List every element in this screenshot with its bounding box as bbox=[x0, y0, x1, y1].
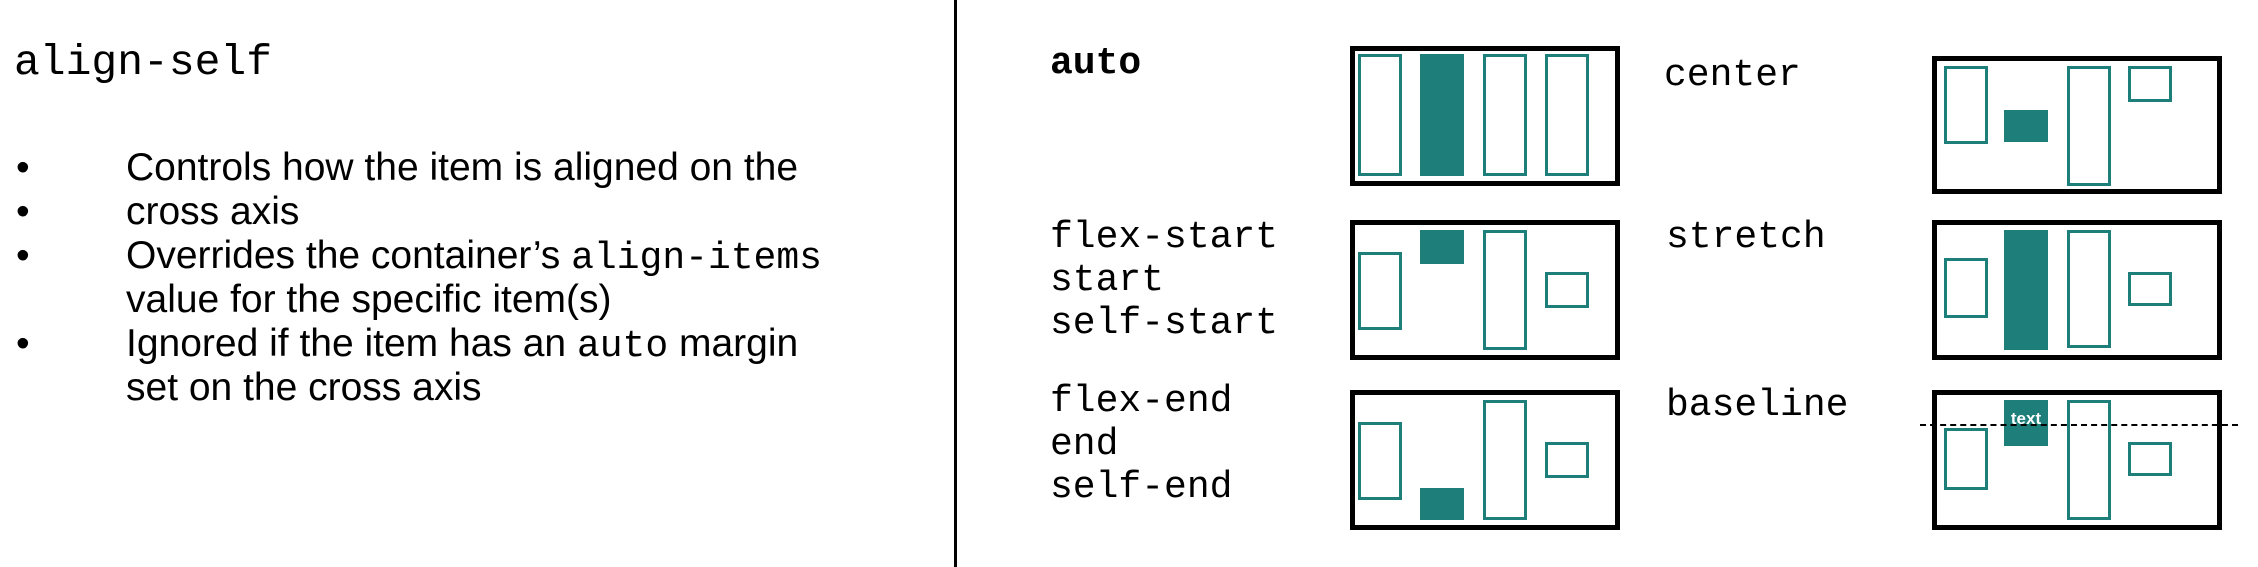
bullet-text-part: set on the cross axis bbox=[126, 366, 482, 409]
flex-item bbox=[1358, 422, 1402, 500]
bullet-dot: • bbox=[16, 190, 30, 233]
bullet-dot: • bbox=[16, 234, 30, 277]
flex-item bbox=[2128, 66, 2172, 102]
flex-item bbox=[2128, 272, 2172, 306]
flex-item bbox=[1358, 252, 1402, 330]
label-flex-end: flex-end end self-end bbox=[1050, 380, 1233, 509]
label-center: center bbox=[1664, 54, 1801, 97]
bullet-line: set on the cross axis bbox=[0, 366, 950, 410]
flex-item-highlighted bbox=[1420, 230, 1464, 264]
bullet-text-part: cross axis bbox=[126, 190, 300, 233]
bullet-line: • Overrides the container’s align-items bbox=[0, 234, 950, 281]
flex-item-highlighted bbox=[2004, 230, 2048, 350]
flex-item-highlighted bbox=[2004, 110, 2048, 142]
flex-item bbox=[1358, 54, 1402, 176]
bullet-code: auto bbox=[576, 325, 669, 368]
baseline-text-label: text bbox=[2010, 409, 2042, 428]
label-flex-start: flex-start start self-start bbox=[1050, 216, 1279, 345]
flex-item bbox=[1545, 272, 1589, 308]
flex-item bbox=[2067, 230, 2111, 348]
bullet-text-part: margin bbox=[668, 322, 799, 365]
bullet-text: Controls how the item is aligned on the bbox=[126, 146, 798, 193]
flex-item bbox=[1545, 442, 1589, 478]
bullet-text-part: value for the specific item(s) bbox=[126, 278, 612, 321]
bullet-text: value for the specific item(s) bbox=[126, 278, 612, 325]
bullet-dot: • bbox=[16, 322, 30, 365]
label-baseline: baseline bbox=[1666, 384, 1849, 427]
flex-item bbox=[1545, 54, 1589, 176]
bullet-line: • Ignored if the item has an auto margin bbox=[0, 322, 950, 369]
bullet-line: • Controls how the item is aligned on the bbox=[0, 146, 950, 190]
flex-item bbox=[1483, 400, 1527, 520]
bullet-text: cross axis bbox=[126, 190, 299, 237]
bullet-text-part: Controls how the item is aligned on the bbox=[126, 146, 799, 189]
flex-item-highlighted bbox=[1420, 488, 1464, 520]
flex-item bbox=[2128, 442, 2172, 476]
bullet-line: • cross axis bbox=[0, 190, 950, 234]
flex-item bbox=[2067, 400, 2111, 520]
bullet-line: value for the specific item(s) bbox=[0, 278, 950, 322]
flex-item bbox=[1944, 258, 1988, 318]
left-panel: align-self • Controls how the item is ali… bbox=[0, 0, 955, 567]
bullet-dot: • bbox=[16, 146, 30, 189]
page-title: align-self bbox=[14, 38, 273, 87]
label-stretch: stretch bbox=[1666, 216, 1826, 259]
bullet-text-part: Ignored if the item has an bbox=[126, 322, 577, 365]
bullet-text: set on the cross axis bbox=[126, 366, 482, 413]
bullet-text: Overrides the container’s align-items bbox=[126, 234, 822, 281]
flex-item bbox=[1483, 230, 1527, 350]
flex-item bbox=[2067, 66, 2111, 186]
flex-item bbox=[1483, 54, 1527, 176]
vertical-divider bbox=[954, 0, 957, 567]
baseline-dashed-line bbox=[1920, 424, 2238, 426]
label-auto: auto bbox=[1050, 42, 1142, 85]
bullet-text-part: Overrides the container’s bbox=[126, 234, 572, 277]
bullet-text: Ignored if the item has an auto margin bbox=[126, 322, 798, 369]
flex-item-highlighted bbox=[1420, 54, 1464, 176]
flex-item bbox=[1944, 428, 1988, 490]
flex-item bbox=[1944, 66, 1988, 144]
flex-item-highlighted: text bbox=[2004, 400, 2048, 446]
bullet-code: align-items bbox=[571, 237, 822, 280]
